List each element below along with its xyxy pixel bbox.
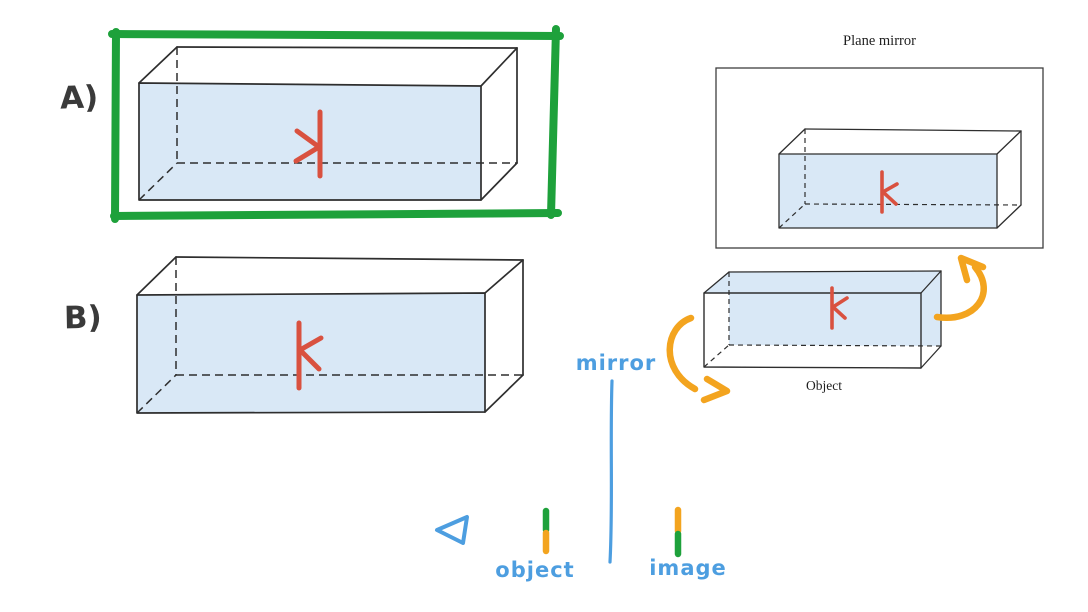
object-box xyxy=(703,270,942,369)
eye-icon xyxy=(435,515,469,545)
plane-mirror-label: Plane mirror xyxy=(843,33,916,49)
mirror-frame xyxy=(715,67,1044,249)
visible-edges-a xyxy=(138,46,518,201)
option-b-box xyxy=(136,256,524,414)
hidden-edges-b xyxy=(136,257,523,414)
option-b-label: B) xyxy=(63,299,103,337)
hidden-edges-mirror-box xyxy=(778,129,1022,229)
letter-k-on-object-icon xyxy=(830,286,849,330)
mirror-line xyxy=(608,379,614,564)
selected-answer-outline xyxy=(108,25,564,223)
ray-sketch xyxy=(435,379,682,564)
rotate-arrow-left-icon xyxy=(666,314,731,404)
rotate-arrow-right-icon xyxy=(933,254,987,322)
letter-k-icon xyxy=(296,320,324,391)
object-hand-label: object xyxy=(495,558,575,582)
letter-k-in-mirror-icon xyxy=(880,170,899,214)
visible-edges-object xyxy=(703,270,942,369)
object-caption: Object xyxy=(806,378,842,393)
image-hand-label: image xyxy=(649,556,727,580)
option-a-label: A) xyxy=(59,79,99,117)
visible-edges-b xyxy=(136,256,524,413)
visible-edges-mirror-box xyxy=(778,128,1022,229)
mirror-hand-label: mirror xyxy=(575,351,657,375)
plane-mirror-panel xyxy=(715,67,1044,249)
letter-k-mirrored-icon xyxy=(293,109,323,179)
option-a-box xyxy=(138,46,518,201)
hidden-edges-object xyxy=(703,272,942,368)
hidden-edges-a xyxy=(138,47,517,201)
